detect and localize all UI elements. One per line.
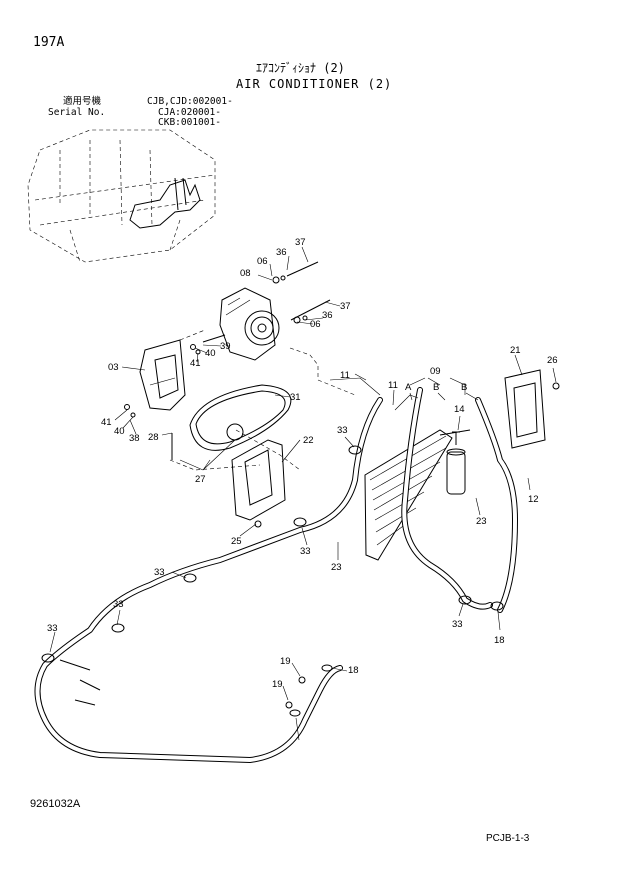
compressor-bracket xyxy=(139,339,186,411)
callout-27: 27 xyxy=(195,474,206,485)
callout-21: 21 xyxy=(510,345,521,356)
callout-06: 06 xyxy=(257,256,268,267)
callout-33: 33 xyxy=(452,619,463,630)
serial-range-3: CKB:001001- xyxy=(158,117,221,128)
callout-37: 37 xyxy=(295,237,306,248)
assembly-guide-lines xyxy=(169,329,356,471)
callout-38: 38 xyxy=(129,433,140,444)
callout-37: 37 xyxy=(340,301,351,312)
callout-12: 12 xyxy=(528,494,539,505)
serial-range-1: CJB,CJD:002001- xyxy=(147,96,233,107)
page-id: 197A xyxy=(33,35,65,50)
diagram-title: AIR CONDITIONER (2) xyxy=(236,77,393,91)
hose-clamps xyxy=(41,445,504,717)
callout-B: B xyxy=(461,382,467,393)
callout-28: 28 xyxy=(148,432,159,443)
callout-25: 25 xyxy=(231,536,242,547)
serial-label: Serial No. xyxy=(48,107,106,118)
callout-23: 23 xyxy=(331,562,342,573)
callout-33: 33 xyxy=(154,567,165,578)
callout-03: 03 xyxy=(108,362,119,373)
callout-23: 23 xyxy=(476,516,487,527)
callout-36: 36 xyxy=(322,310,333,321)
callout-33: 33 xyxy=(47,623,58,634)
callout-11: 11 xyxy=(340,370,350,381)
callout-33: 33 xyxy=(300,546,311,557)
serial-label-japanese: 適用号機 xyxy=(63,96,102,107)
callout-33: 33 xyxy=(113,599,124,610)
compressor xyxy=(219,287,280,361)
serial-range-2: CJA:020001- xyxy=(158,107,221,118)
document-number: 9261032A xyxy=(30,798,81,810)
callout-26: 26 xyxy=(547,355,558,366)
callout-18: 19 xyxy=(272,679,283,690)
callout-40: 40 xyxy=(205,348,216,359)
callout-A: A xyxy=(405,382,412,393)
drier-bracket xyxy=(504,369,560,449)
callout-36: 36 xyxy=(276,247,287,258)
callout-39: 39 xyxy=(220,341,231,352)
callout-08: 08 xyxy=(240,268,251,279)
callout-22: 22 xyxy=(303,435,314,446)
callout-41: 41 xyxy=(101,417,112,428)
callout-09: 09 xyxy=(430,366,441,377)
callout-31: 31 xyxy=(290,392,301,403)
receiver-drier xyxy=(446,431,466,495)
callout-19: 18 xyxy=(348,665,359,676)
refrigerant-hoses xyxy=(34,377,518,763)
page-reference: PCJB-1-3 xyxy=(486,833,530,844)
diagram-title-japanese: ｴｱｺﾝﾃﾞｨｼｮﾅ (2) xyxy=(256,61,345,75)
callout-leaders xyxy=(49,246,557,741)
callout-40: 40 xyxy=(114,426,125,437)
callout-B: B xyxy=(433,382,439,393)
callout-labels: 37 36 06 08 37 36 06 39 40 41 03 31 41 4… xyxy=(47,237,558,690)
callout-33: 18 xyxy=(494,635,505,646)
callout-14: 14 xyxy=(454,404,465,415)
machine-overview-sketch xyxy=(27,129,216,263)
callout-18: 19 xyxy=(280,656,291,667)
callout-41: 41 xyxy=(190,358,201,369)
mounting-plate xyxy=(231,439,286,528)
callout-06: 06 xyxy=(310,319,321,330)
callout-33: 33 xyxy=(337,425,348,436)
callout-11: 11 xyxy=(388,380,398,391)
